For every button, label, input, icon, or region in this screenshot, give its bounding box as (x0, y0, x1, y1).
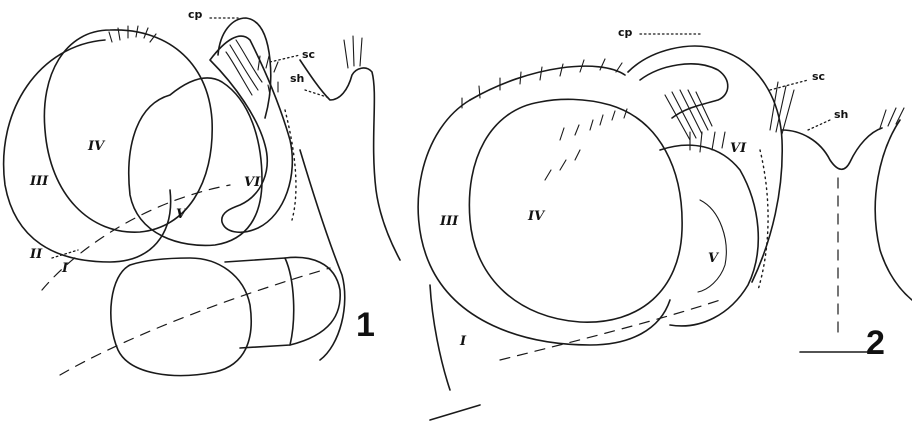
fig2-leader-sc (770, 80, 808, 90)
fig2-label-sh: sh (834, 108, 848, 121)
fig1-body-outline (300, 150, 345, 360)
fig1-leader-ii (52, 250, 78, 258)
fig1-segment-iv-outline (44, 30, 212, 232)
fig2-label-iii: III (439, 214, 459, 229)
fig1-label-vi: VI (244, 175, 261, 190)
fig2-copulatory-piece (640, 64, 728, 118)
fig2-dotted-line (758, 150, 768, 290)
fig2-cp-fan (665, 90, 712, 140)
fig1-dashed-axis-a (60, 268, 330, 375)
fig1-basal-segment-b (225, 258, 294, 348)
fig2-label-i: I (459, 334, 467, 349)
fig1-label-sh: sh (290, 72, 304, 85)
fig2-segment-v-inner (698, 200, 726, 292)
fig2-label-sc: sc (812, 70, 825, 83)
fig1-label-i: I (61, 261, 69, 276)
fig2-label-vi: VI (730, 141, 747, 156)
fig1-segment-v-outline (129, 78, 262, 245)
fig2-setae-sc (690, 132, 725, 152)
fig2-segment-iii-top (470, 66, 625, 100)
fig2-sheath-outline (782, 128, 882, 169)
fig2-segment-vi-outline (628, 46, 782, 282)
fig1-cp-inner (226, 40, 262, 95)
figure-2: cp sc sh III IV VI V I 2 (418, 26, 912, 420)
fig2-leader-sh (808, 120, 830, 130)
fig2-setae-iv-lower (545, 150, 580, 180)
fig1-label-cp: cp (188, 8, 203, 21)
fig1-label-ii: II (29, 247, 43, 262)
fig2-label-v: V (708, 251, 720, 266)
fig2-setae-iv-inner (560, 109, 627, 140)
fig1-setae-right (344, 36, 362, 68)
fig1-label-sc: sc (302, 48, 315, 61)
fig1-label-iv: IV (87, 139, 106, 154)
fig2-right-lobe (875, 120, 912, 300)
fig2-number: 2 (866, 324, 885, 362)
fig1-label-iii: III (29, 174, 49, 189)
fig2-segment-i-lower (430, 405, 480, 420)
fig2-segment-i-outline (430, 285, 450, 390)
fig2-label-iv: IV (527, 209, 546, 224)
fig2-dashed-axis (500, 300, 720, 360)
fig2-setae-hairs (770, 82, 794, 134)
fig1-leader-sc (270, 55, 300, 62)
figure-1: cp sc sh IV III V VI II I 1 (4, 8, 400, 376)
fig2-label-cp: cp (618, 26, 633, 39)
fig1-sheath-outline (300, 60, 400, 260)
fig1-leader-sh (305, 90, 330, 98)
fig1-number: 1 (356, 306, 375, 344)
fig2-setae-right (880, 108, 904, 128)
fig1-basal-segment-a (111, 258, 251, 376)
